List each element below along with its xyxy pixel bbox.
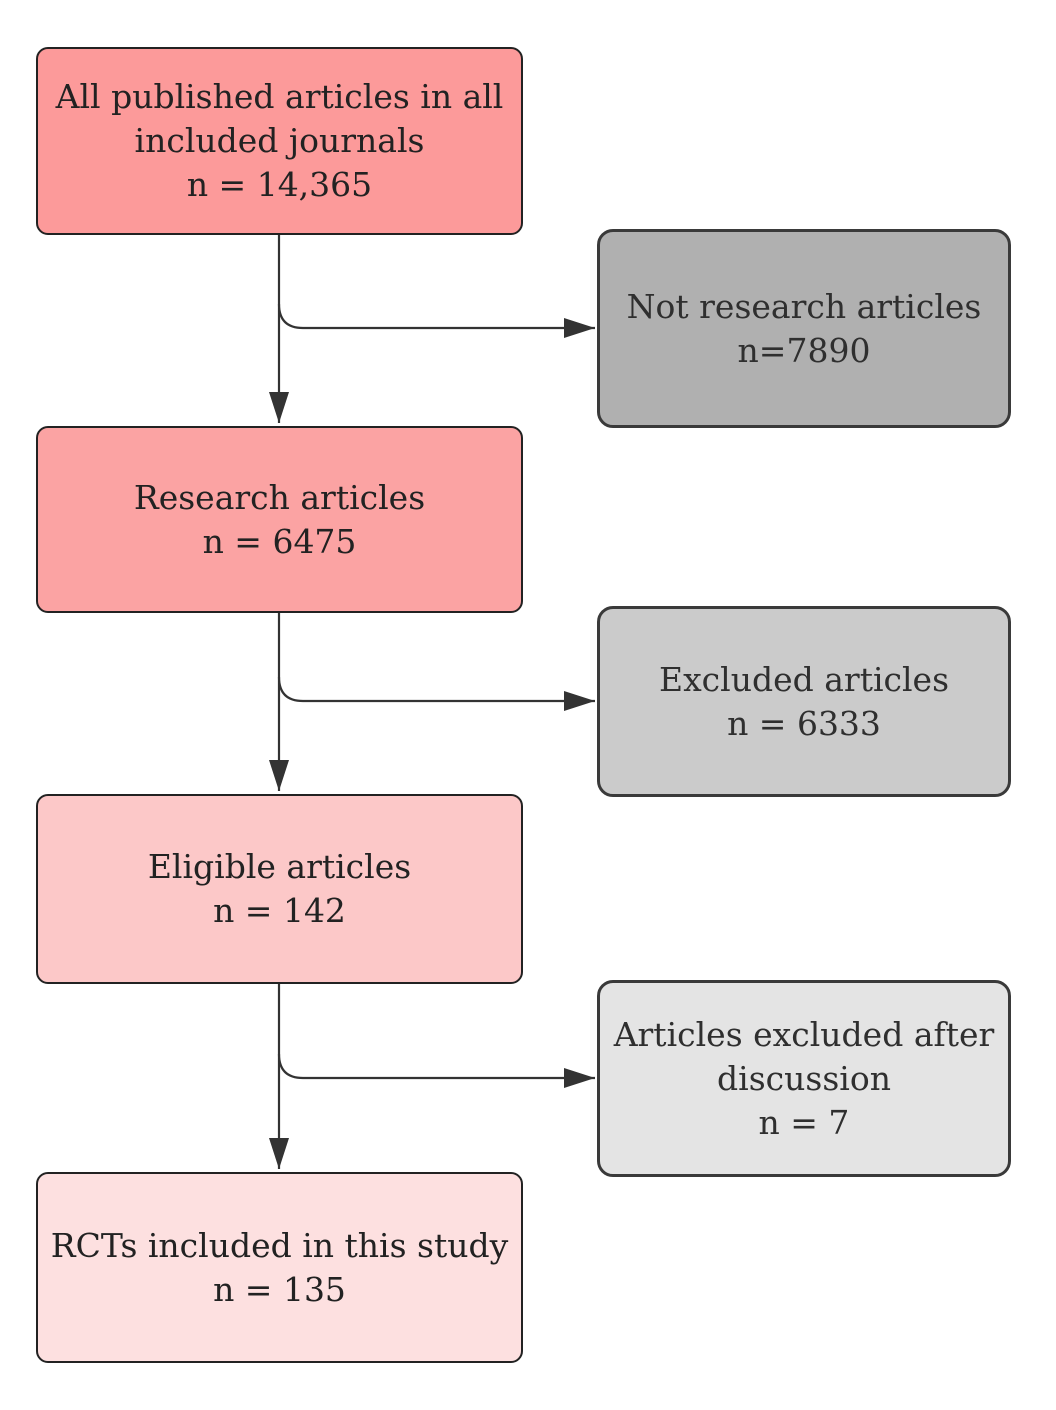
box-count: n = 14,365: [186, 165, 373, 204]
excluded-after-discussion-box: Articles excluded after discussion n = 7: [597, 980, 1011, 1177]
arrow-main-to-not-research: [277, 303, 595, 338]
box-text-line: RCTs included in this study: [50, 1225, 509, 1265]
box-text-line: Eligible articles: [147, 847, 412, 886]
arrow-research-to-excluded: [277, 676, 595, 711]
excluded-articles-box: Excluded articles n = 6333: [597, 606, 1011, 797]
box-text-line: Not research articles: [626, 286, 982, 326]
arrow-eligible-to-discussion-excluded: [277, 1053, 595, 1088]
not-research-articles-box: Not research articles n=7890: [597, 229, 1011, 428]
box-text-line: Excluded articles: [658, 659, 950, 699]
box-count: n = 6333: [727, 703, 881, 743]
box-text-line: All published articles in all: [55, 77, 504, 116]
box-text-line: included journals: [134, 121, 425, 160]
box-count: n = 6475: [202, 521, 357, 561]
box-text-line: discussion: [717, 1058, 891, 1098]
box-count: n = 7: [758, 1102, 850, 1142]
research-articles-box: Research articles n = 6475: [36, 426, 523, 613]
eligible-articles-box: Eligible articles n = 142: [36, 794, 523, 984]
rcts-included-box: RCTs included in this study n = 135: [36, 1172, 523, 1363]
box-count: n = 135: [213, 1269, 346, 1309]
all-published-articles-box: All published articles in all included j…: [36, 47, 523, 235]
box-text-line: Research articles: [133, 477, 426, 517]
box-count: n=7890: [737, 330, 871, 370]
box-text-line: Articles excluded after: [613, 1014, 995, 1054]
box-count: n = 142: [213, 891, 346, 930]
